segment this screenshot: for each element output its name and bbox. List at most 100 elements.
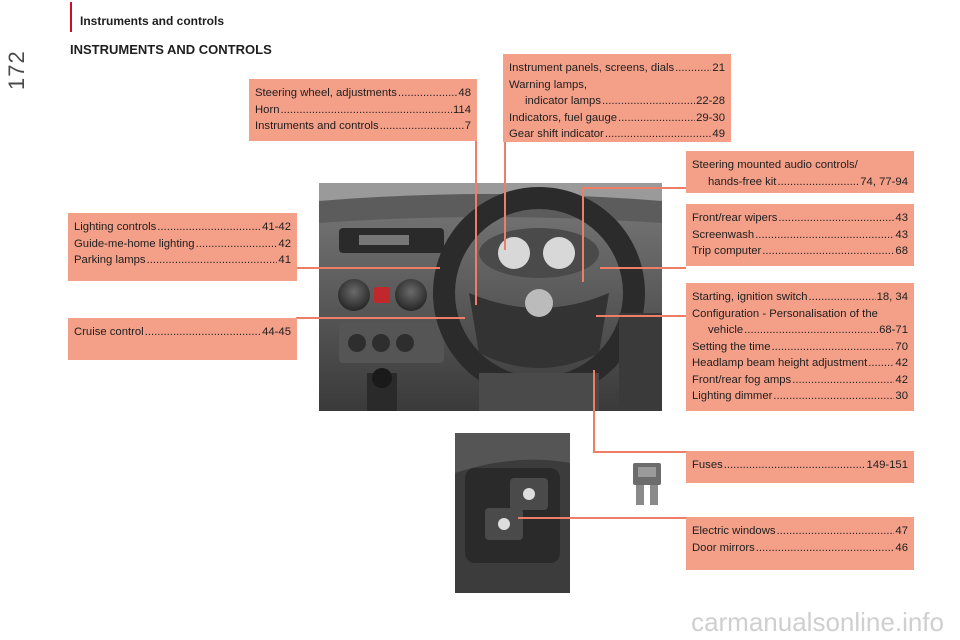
entry-label: Gear shift indicator — [509, 128, 604, 140]
leader-dots — [792, 372, 894, 389]
entry-page: 21 — [712, 62, 725, 74]
leader-dots — [756, 540, 895, 557]
entry-page: 149-151 — [866, 459, 908, 471]
leader-dots — [868, 355, 894, 372]
index-box-ignition: Starting, ignition switch 18, 34 Configura… — [686, 283, 914, 411]
index-entry: Steering mounted audio controls/ — [692, 157, 908, 174]
entry-page: 49 — [712, 128, 725, 140]
index-entry: Guide-me-home lighting 42 — [74, 236, 291, 253]
entry-label: Configuration - Personalisation of the — [692, 307, 878, 320]
index-box-audio: Steering mounted audio controls/hands-fr… — [686, 151, 914, 193]
entry-page: 74, 77-94 — [860, 175, 908, 188]
index-entry: Instruments and controls 7 — [255, 118, 471, 135]
leader-dots — [724, 457, 866, 474]
leader-dots — [605, 126, 712, 143]
leader-dots — [777, 174, 859, 191]
entry-label: Lighting dimmer — [692, 390, 773, 402]
leader-dots — [762, 243, 894, 260]
leader-dots — [398, 85, 458, 102]
index-entry: Horn 114 — [255, 102, 471, 119]
entry-page: 29-30 — [696, 111, 725, 124]
index-entry: Screenwash 43 — [692, 227, 908, 244]
index-entry: Warning lamps, — [509, 77, 725, 94]
entry-label: Warning lamps, — [509, 78, 588, 91]
entry-label: Front/rear fog amps — [692, 373, 792, 386]
entry-page: 7 — [464, 120, 471, 132]
index-box-instruments: Instrument panels, screens, dials 21Warni… — [503, 54, 731, 142]
entry-label: hands-free kit — [708, 175, 777, 188]
entry-label: Horn — [255, 103, 280, 116]
entry-label: Headlamp beam height adjustment — [692, 357, 868, 369]
entry-page: 48 — [458, 87, 471, 99]
entry-page: 43 — [895, 228, 908, 241]
leader-dots — [147, 252, 278, 269]
entry-page: 44-45 — [262, 326, 291, 338]
index-entry: Configuration - Personalisation of the — [692, 306, 908, 323]
index-entry: Indicators, fuel gauge 29-30 — [509, 110, 725, 127]
index-entry: Parking lamps 41 — [74, 252, 291, 269]
entry-page: 68-71 — [879, 324, 908, 336]
index-entry: Door mirrors 46 — [692, 540, 908, 557]
entry-label: Trip computer — [692, 245, 762, 257]
entry-page: 42 — [895, 357, 908, 369]
leader-dots — [772, 339, 895, 356]
entry-page: 46 — [895, 541, 908, 554]
entry-label: Setting the time — [692, 340, 771, 353]
entry-label: Electric windows — [692, 525, 776, 537]
entry-page: 114 — [452, 103, 471, 116]
index-entry: Steering wheel, adjustments 48 — [255, 85, 471, 102]
page-title: INSTRUMENTS AND CONTROLS — [70, 42, 272, 57]
fuse-icon — [633, 463, 661, 505]
index-entry: hands-free kit 74, 77-94 — [692, 174, 908, 191]
index-box-cruise: Cruise control 44-45 — [68, 318, 297, 360]
entry-page: 41 — [278, 254, 291, 266]
index-entry: Headlamp beam height adjustment 42 — [692, 355, 908, 372]
leader-dots — [602, 93, 695, 110]
watermark: carmanualsonline.info — [691, 607, 944, 637]
entry-page: 42 — [278, 237, 291, 250]
index-entry: Lighting controls41-42 — [74, 219, 291, 236]
leader-dots — [281, 102, 452, 119]
index-entry: Setting the time 70 — [692, 339, 908, 356]
index-entry: Front/rear wipers43 — [692, 210, 908, 227]
leader-dots — [618, 110, 695, 127]
leader-dots — [380, 118, 464, 135]
entry-label: Instrument panels, screens, dials — [509, 62, 675, 74]
entry-page: 70 — [895, 340, 908, 353]
entry-label: Front/rear wipers — [692, 212, 778, 224]
entry-label: vehicle — [708, 324, 744, 336]
window-switch-illustration — [455, 433, 570, 593]
entry-label: Door mirrors — [692, 541, 755, 554]
leader-dots — [778, 210, 894, 227]
entry-label: Fuses — [692, 459, 723, 471]
entry-page: 22-28 — [696, 95, 725, 107]
index-entry: Trip computer68 — [692, 243, 908, 260]
entry-label: Indicators, fuel gauge — [509, 111, 618, 124]
entry-label: Steering wheel, adjustments — [255, 87, 397, 99]
entry-label: Cruise control — [74, 326, 144, 338]
leader-dots — [755, 227, 894, 244]
entry-label: Parking lamps — [74, 254, 146, 266]
entry-page: 41-42 — [262, 221, 291, 233]
index-entry: Electric windows 47 — [692, 523, 908, 540]
entry-page: 18, 34 — [876, 291, 908, 303]
index-entry: Lighting dimmer30 — [692, 388, 908, 405]
index-entry: Fuses 149-151 — [692, 457, 908, 474]
entry-label: Guide-me-home lighting — [74, 237, 195, 250]
entry-page: 42 — [895, 373, 908, 386]
entry-label: Starting, ignition switch — [692, 291, 808, 303]
entry-label: indicator lamps — [525, 95, 601, 107]
entry-label: Screenwash — [692, 228, 755, 241]
entry-page: 47 — [895, 525, 908, 537]
entry-label: Instruments and controls — [255, 120, 379, 132]
header-accent-bar — [70, 2, 72, 32]
dashboard-illustration — [319, 183, 662, 411]
index-box-fuses: Fuses 149-151 — [686, 451, 914, 483]
leader-dots — [196, 236, 278, 253]
index-entry: Gear shift indicator 49 — [509, 126, 725, 143]
